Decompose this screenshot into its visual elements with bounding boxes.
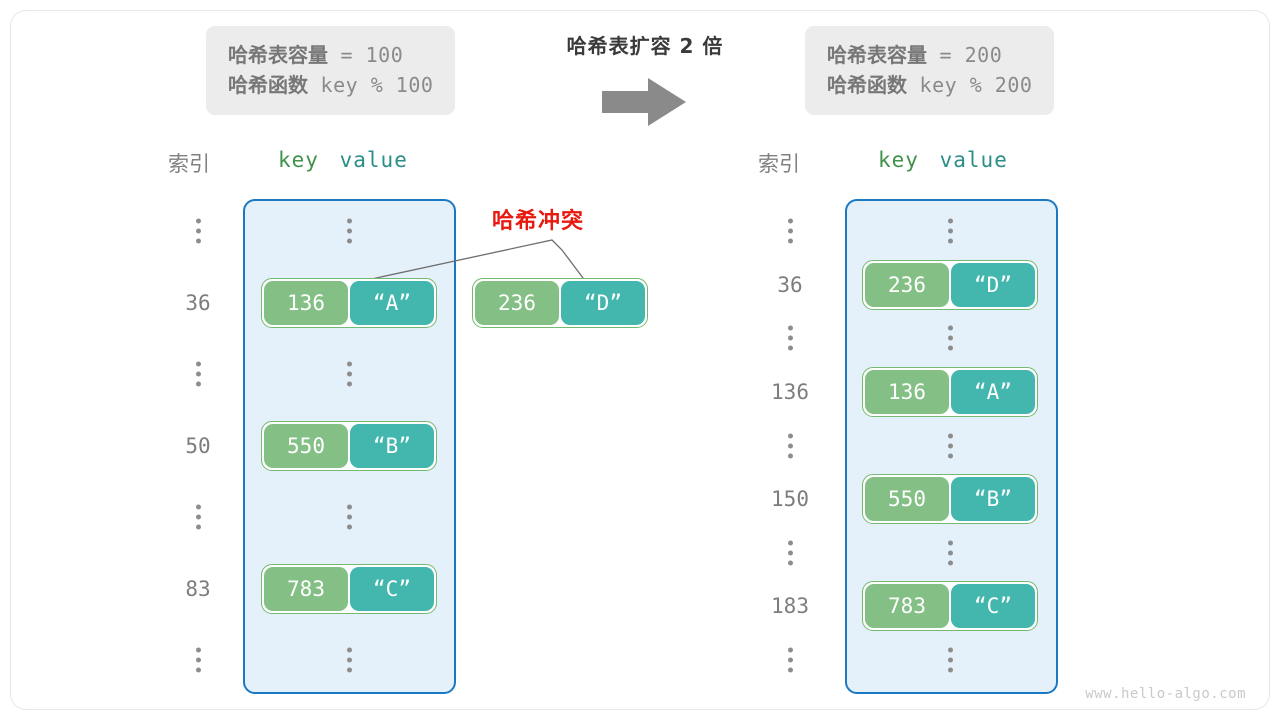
after-entry-150-key: 550: [865, 477, 949, 521]
before-index-83: 83: [185, 577, 211, 601]
after-index-header: 索引: [758, 148, 800, 178]
diagram-frame: [10, 10, 1270, 710]
before-entry-36-value: “A”: [350, 281, 434, 325]
after-row-dots-8: [945, 647, 955, 673]
before-capacity-info-box: 哈希表容量 = 100 哈希函数 key % 100: [206, 26, 456, 115]
after-capacity-label: 哈希表容量: [827, 43, 927, 67]
after-function-line: 哈希函数 key % 200: [827, 70, 1032, 100]
before-row-dots-6: [344, 647, 354, 673]
after-row-dots-2: [945, 325, 955, 351]
after-index-dots-8: [785, 647, 795, 673]
before-function-line: 哈希函数 key % 100: [228, 70, 433, 100]
before-capacity-label: 哈希表容量: [228, 43, 328, 67]
after-entry-136-key: 136: [865, 370, 949, 414]
after-entry-36-value: “D”: [951, 263, 1035, 307]
before-capacity-value: = 100: [340, 43, 404, 67]
after-capacity-value: = 200: [939, 43, 1003, 67]
after-entry-150-value: “B”: [951, 477, 1035, 521]
before-entry-36-key: 136: [264, 281, 348, 325]
after-row-dots-4: [945, 433, 955, 459]
before-entry-36[interactable]: 136“A”: [261, 278, 437, 328]
expansion-caption: 哈希表扩容 2 倍: [566, 34, 724, 58]
after-entry-136-value: “A”: [951, 370, 1035, 414]
before-entry-50[interactable]: 550“B”: [261, 421, 437, 471]
before-row-dots-4: [344, 504, 354, 530]
before-entry-50-key: 550: [264, 424, 348, 468]
collision-entry[interactable]: 236“D”: [472, 278, 648, 328]
after-index-header-label: 索引: [758, 152, 800, 176]
after-keyvalue-header: key value: [878, 148, 1008, 172]
before-entry-83-key: 783: [264, 567, 348, 611]
hash-collision-label: 哈希冲突: [492, 209, 585, 234]
collision-entry-key: 236: [475, 281, 559, 325]
after-entry-150[interactable]: 550“B”: [862, 474, 1038, 524]
after-index-36: 36: [777, 273, 803, 297]
after-value-header-label: value: [939, 148, 1008, 172]
after-function-label: 哈希函数: [827, 73, 907, 97]
before-value-header-label: value: [339, 148, 408, 172]
after-row-dots-6: [945, 540, 955, 566]
before-index-dots-0: [193, 218, 203, 244]
after-entry-136[interactable]: 136“A”: [862, 367, 1038, 417]
before-index-36: 36: [185, 291, 211, 315]
before-key-header-label: key: [278, 148, 319, 172]
after-index-dots-0: [785, 218, 795, 244]
before-row-dots-0: [344, 218, 354, 244]
before-entry-83[interactable]: 783“C”: [261, 564, 437, 614]
after-index-dots-2: [785, 325, 795, 351]
watermark: www.hello-algo.com: [1085, 686, 1246, 702]
before-entry-50-value: “B”: [350, 424, 434, 468]
after-capacity-line: 哈希表容量 = 200: [827, 40, 1032, 70]
before-index-dots-4: [193, 504, 203, 530]
before-function-label: 哈希函数: [228, 73, 308, 97]
before-index-50: 50: [185, 434, 211, 458]
before-index-dots-2: [193, 361, 203, 387]
after-index-136: 136: [771, 380, 809, 404]
before-index-dots-6: [193, 647, 203, 673]
collision-entry-value: “D”: [561, 281, 645, 325]
after-entry-183[interactable]: 783“C”: [862, 581, 1038, 631]
before-row-dots-2: [344, 361, 354, 387]
after-index-dots-4: [785, 433, 795, 459]
after-function-value: key % 200: [919, 73, 1033, 97]
after-entry-36[interactable]: 236“D”: [862, 260, 1038, 310]
after-entry-183-value: “C”: [951, 584, 1035, 628]
after-entry-36-key: 236: [865, 263, 949, 307]
before-index-header-label: 索引: [168, 152, 210, 176]
before-entry-83-value: “C”: [350, 567, 434, 611]
after-index-150: 150: [771, 487, 809, 511]
before-index-header: 索引: [168, 148, 210, 178]
after-row-dots-0: [945, 218, 955, 244]
before-capacity-line: 哈希表容量 = 100: [228, 40, 433, 70]
after-index-dots-6: [785, 540, 795, 566]
after-key-header-label: key: [878, 148, 919, 172]
before-keyvalue-header: key value: [278, 148, 408, 172]
after-index-183: 183: [771, 594, 809, 618]
after-entry-183-key: 783: [865, 584, 949, 628]
after-capacity-info-box: 哈希表容量 = 200 哈希函数 key % 200: [805, 26, 1055, 115]
before-function-value: key % 100: [320, 73, 434, 97]
right-arrow-icon: [602, 78, 686, 126]
